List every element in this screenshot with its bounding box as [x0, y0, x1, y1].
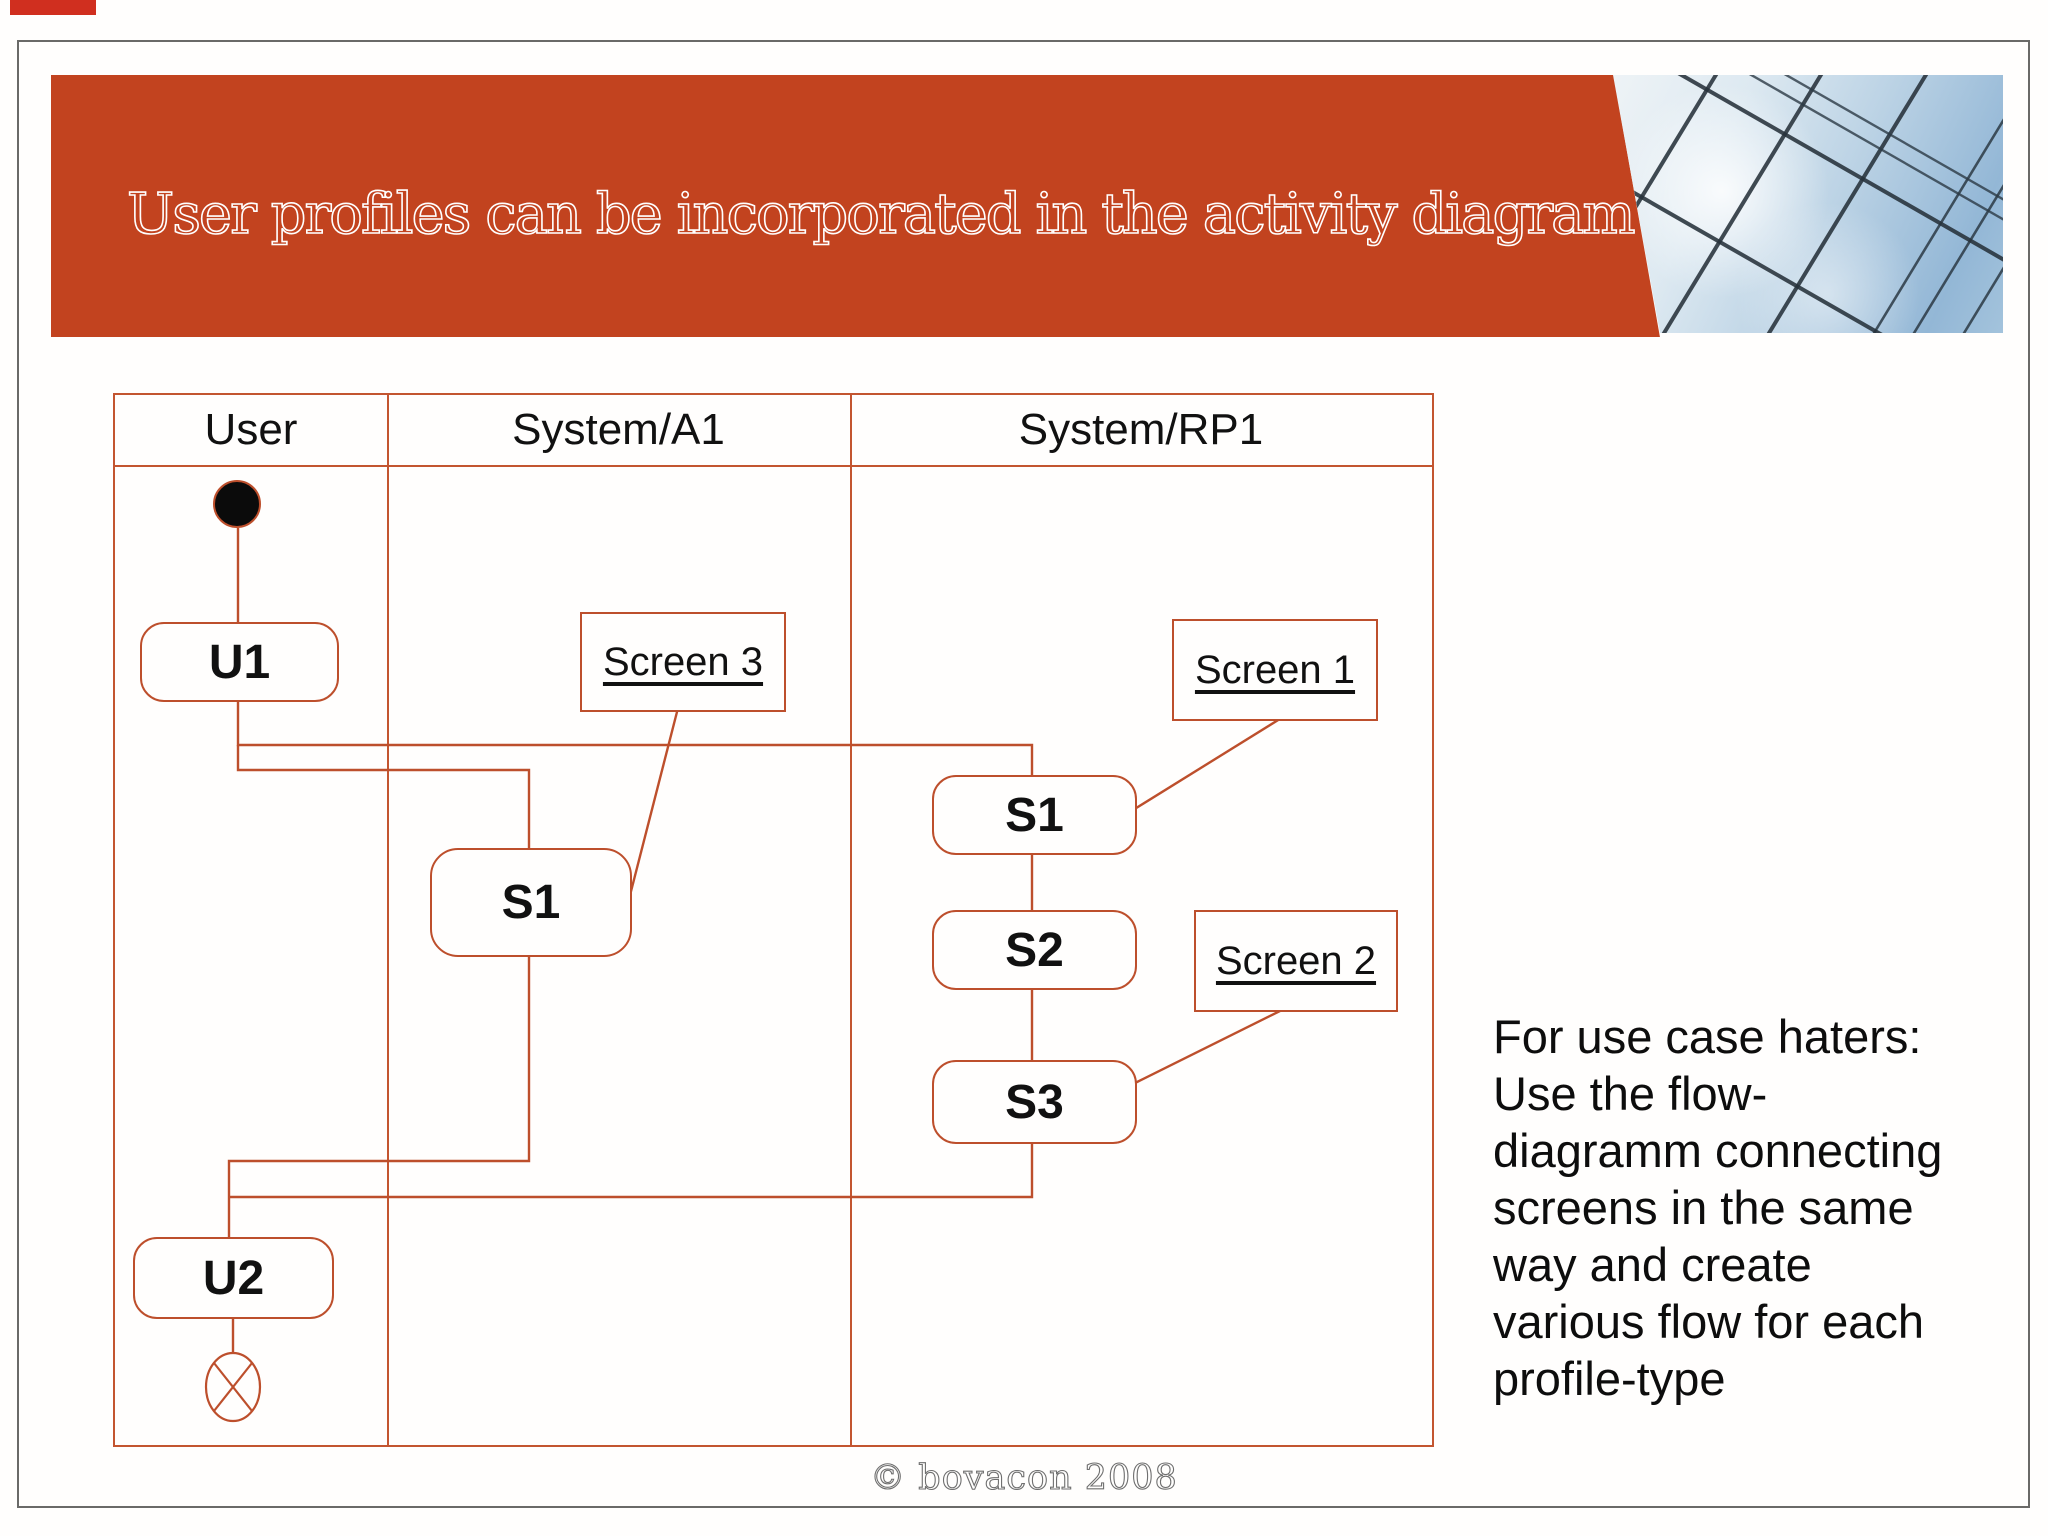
- building-photo: [1613, 75, 2003, 333]
- title-banner: User profiles can be incorporated in the…: [51, 75, 2030, 337]
- node-s3-rp1: S3: [932, 1060, 1137, 1144]
- lane-header-system-rp1: System/RP1: [850, 395, 1432, 465]
- lane-header-system-a1-label: System/A1: [512, 405, 725, 454]
- node-s1-rp1-label: S1: [1005, 788, 1064, 842]
- slide-title: User profiles can be incorporated in the…: [126, 181, 1636, 248]
- node-s2-rp1: S2: [932, 910, 1137, 990]
- node-screen1-label: Screen 1: [1194, 647, 1356, 692]
- node-u1-label: U1: [208, 635, 271, 689]
- lane-header-user: User: [115, 395, 387, 465]
- node-screen3-label: Screen 3: [602, 639, 764, 684]
- annotation-text: For use case haters: Use the flow- diagr…: [1493, 1010, 1943, 1405]
- node-s2-rp1-label: S2: [1005, 923, 1064, 977]
- banner-background: [51, 75, 1660, 337]
- flow-final-icon: [204, 1351, 262, 1423]
- node-screen2: Screen 2: [1194, 910, 1398, 1012]
- lane-header-user-label: User: [204, 405, 298, 454]
- initial-node-icon: [213, 480, 261, 528]
- lane-divider-1: [387, 395, 389, 1445]
- node-s1-a1-label: S1: [501, 876, 561, 929]
- node-u2-label: U2: [202, 1251, 265, 1305]
- node-screen3: Screen 3: [580, 612, 786, 712]
- lane-header-system-a1: System/A1: [387, 395, 850, 465]
- red-corner-mark: [10, 0, 96, 15]
- swimlane-table: User System/A1 System/RP1: [113, 393, 1434, 1447]
- lane-divider-2: [850, 395, 852, 1445]
- node-u2: U2: [133, 1237, 334, 1319]
- copyright-text: © bovacon 2008: [870, 1457, 1178, 1498]
- lane-header-underline: [115, 465, 1432, 467]
- node-s3-rp1-label: S3: [1005, 1075, 1064, 1129]
- slide-border: [17, 40, 2030, 1508]
- node-s1-rp1: S1: [932, 775, 1137, 855]
- node-screen2-label: Screen 2: [1215, 938, 1377, 983]
- lane-header-system-rp1-label: System/RP1: [1018, 405, 1264, 454]
- node-screen1: Screen 1: [1172, 619, 1378, 721]
- node-u1: U1: [140, 622, 339, 702]
- node-s1-a1: S1: [430, 848, 632, 957]
- building-photo-grid-icon: [1613, 75, 2003, 333]
